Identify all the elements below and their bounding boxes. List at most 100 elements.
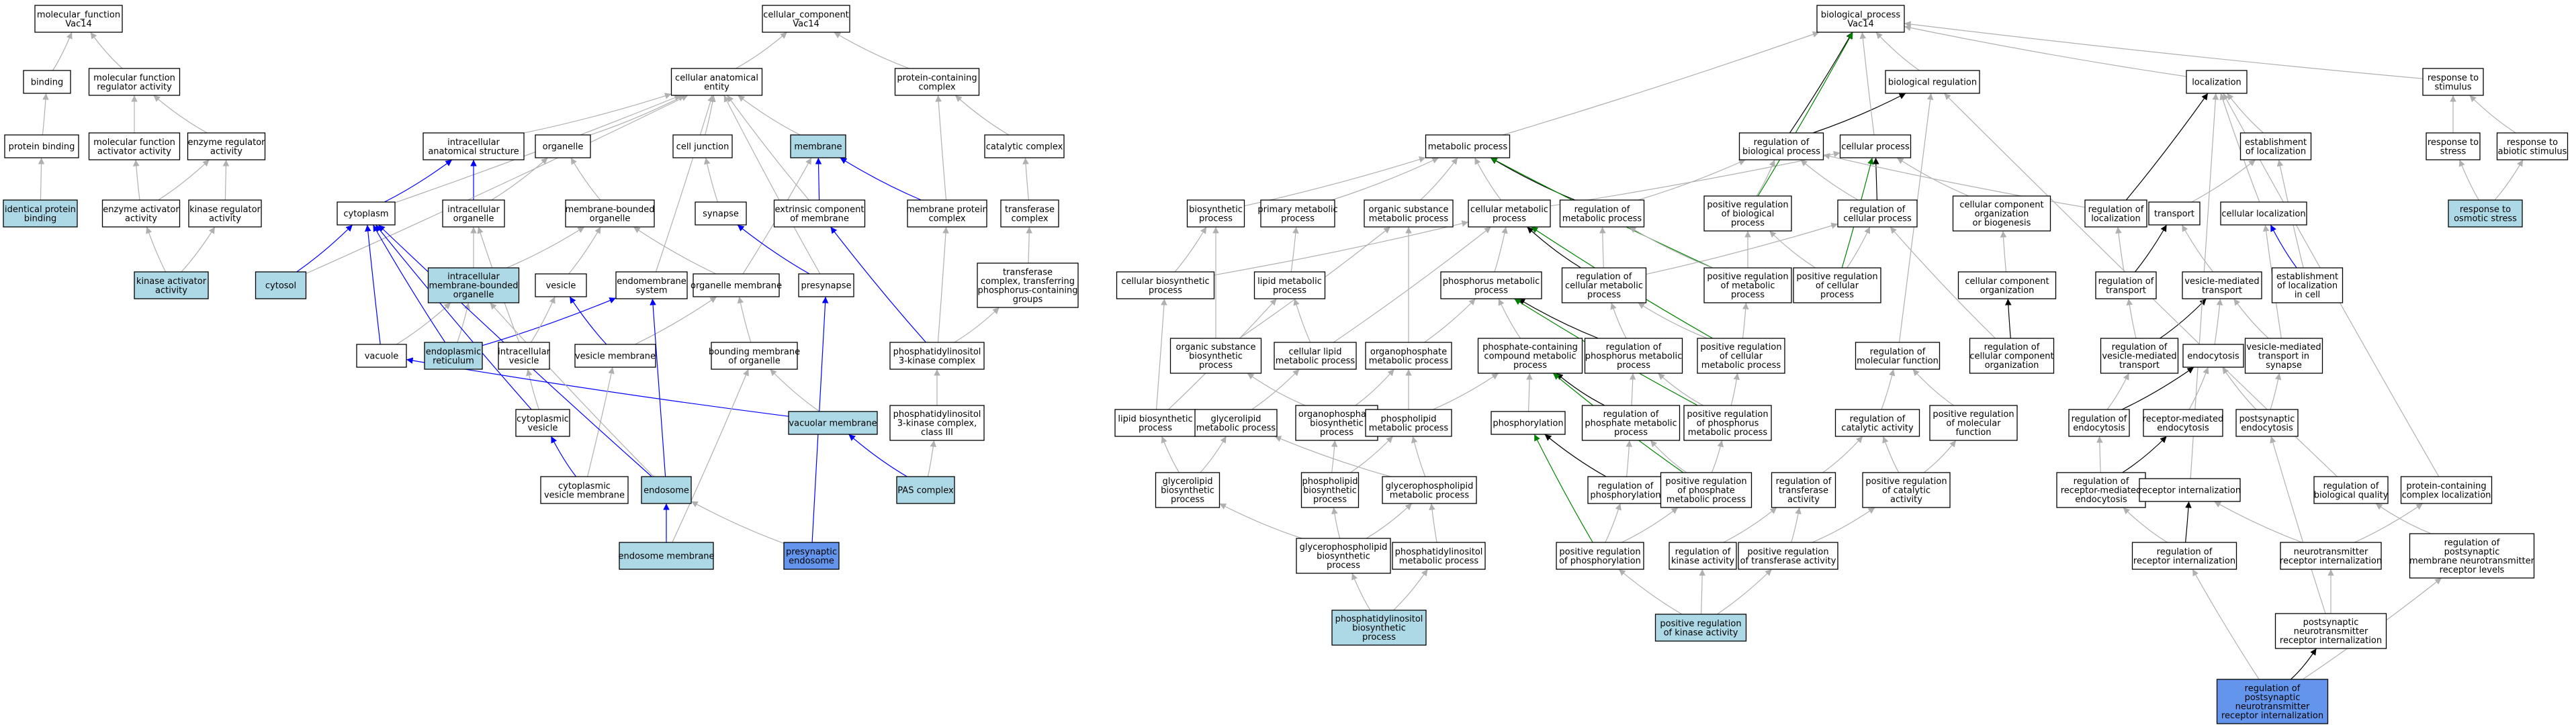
node-membrane[interactable]: membrane — [790, 134, 846, 158]
node-catcomplex[interactable]: catalytic complex — [984, 134, 1065, 158]
node-vesicle[interactable]: vesicle — [535, 273, 587, 297]
node-cytosol[interactable]: cytosol — [255, 271, 307, 299]
node-protbind[interactable]: protein binding — [4, 134, 79, 158]
node-localization[interactable]: localization — [2186, 70, 2248, 94]
node-recint[interactable]: receptor internalization — [2139, 478, 2241, 502]
node-phosphorylation[interactable]: phosphorylation — [1491, 411, 1566, 435]
node-vacuole[interactable]: vacuole — [356, 344, 407, 368]
node-vacmem[interactable]: vacuolar membrane — [788, 411, 878, 435]
node-metab[interactable]: metabolic process — [1425, 134, 1511, 158]
node-bioreg[interactable]: biological regulation — [1885, 70, 1980, 94]
node-presynapse[interactable]: presynapse — [798, 273, 854, 297]
node-cytoplasm[interactable]: cytoplasm — [337, 201, 396, 226]
node-synapse[interactable]: synapse — [695, 201, 747, 226]
node-celljunction[interactable]: cell junction — [672, 134, 733, 158]
node-endomem[interactable]: endosome membrane — [618, 542, 715, 570]
node-endocytosis[interactable]: endocytosis — [2182, 344, 2244, 368]
node-orgmem[interactable]: organelle membrane — [691, 273, 782, 297]
node-transport[interactable]: transport — [2148, 201, 2201, 226]
node-vesmem[interactable]: vesicle membrane — [574, 344, 656, 368]
node-endosome[interactable]: endosome — [641, 476, 692, 504]
node-organelle[interactable]: organelle — [535, 134, 591, 158]
node-cellproc[interactable]: cellular process — [1839, 134, 1912, 158]
